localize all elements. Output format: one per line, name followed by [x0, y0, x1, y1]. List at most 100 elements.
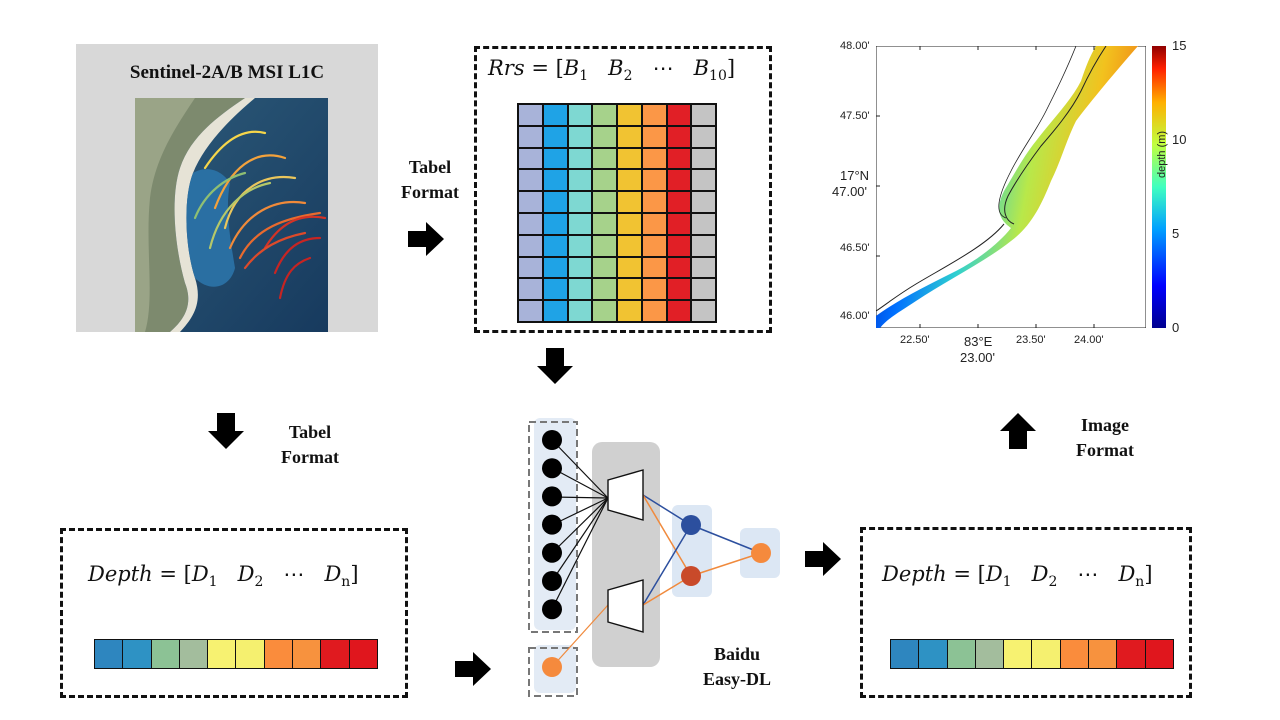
label-line: Easy-DL: [702, 669, 771, 689]
rrs-cell: [542, 104, 568, 126]
colorbar-tick: 5: [1172, 226, 1180, 241]
depth-cell: [293, 640, 322, 668]
rrs-cell: [666, 278, 692, 301]
arrow-down-icon: [208, 413, 244, 449]
satellite-title: Sentinel-2A/B MSI L1C: [129, 62, 325, 83]
rrs-cell: [592, 169, 617, 192]
rrs-cell: [567, 256, 593, 279]
rrs-cell: [542, 256, 568, 279]
rrs-cell: [691, 169, 716, 192]
depth-cell: [975, 640, 1005, 668]
rrs-cell: [592, 147, 617, 170]
rrs-cell: [518, 212, 543, 235]
rrs-cell: [666, 125, 692, 148]
depth-cell: [321, 640, 350, 668]
input-node: [542, 571, 562, 591]
label-line: Format: [1076, 440, 1134, 460]
label-line: Tabel: [408, 157, 452, 177]
rrs-cell: [691, 147, 716, 170]
map-x-tick: 22.50': [900, 334, 930, 346]
rrs-cell: [641, 234, 667, 257]
label-line: Format: [281, 447, 339, 467]
rrs-cell: [691, 104, 716, 126]
depth-cell: [208, 640, 237, 668]
label-line: Image: [1081, 415, 1129, 435]
rrs-cell: [592, 212, 617, 235]
depth-cell: [1117, 640, 1146, 668]
depth-map: 48.00' 47.50' 17°N 47.00' 46.50' 46.00' …: [820, 30, 1200, 370]
rrs-cell: [617, 256, 642, 279]
rrs-cell: [542, 191, 568, 213]
rrs-equation: Rrs = [B1 B2 ⋯ B10]: [488, 56, 736, 84]
map-x-tick: 23.00': [960, 350, 996, 365]
depth-cell: [123, 640, 152, 668]
input-node: [542, 486, 562, 507]
rrs-cell: [542, 234, 568, 257]
rrs-cell: [617, 147, 642, 170]
colorbar-label: depth (m): [1156, 130, 1168, 178]
label-line: Baidu: [713, 644, 761, 664]
rrs-cell: [641, 147, 667, 170]
map-x-tick: 24.00': [1074, 334, 1104, 346]
map-y-tick: 48.00': [840, 40, 870, 52]
depth-box-left: [60, 528, 408, 698]
depth-cell: [151, 640, 180, 668]
input-node: [542, 599, 562, 620]
hidden-node: [681, 566, 701, 586]
tabel-format-left-label: Tabel Format: [272, 420, 348, 470]
depth-cell: [1004, 640, 1033, 668]
rrs-cell: [518, 125, 543, 148]
extra-input-node: [542, 657, 562, 677]
rrs-cell: [542, 169, 568, 192]
rrs-cell: [567, 169, 593, 192]
depth-map-plot: [876, 46, 1146, 328]
depth-equation-left: Depth = [D1 D2 ⋯ Dn]: [88, 562, 359, 590]
rrs-cell: [666, 234, 692, 257]
rrs-cell: [666, 191, 692, 213]
depth-cell: [891, 640, 920, 668]
rrs-cell: [641, 212, 667, 235]
arrow-right-icon: [408, 222, 444, 256]
colorbar-tick: 15: [1172, 38, 1187, 53]
rrs-cell: [641, 300, 667, 322]
rrs-cell: [542, 278, 568, 301]
depth-strip-left: [94, 639, 378, 669]
depth-cell: [349, 640, 377, 668]
map-x-tick: 23.50': [1016, 334, 1046, 346]
arrow-up-icon: [1000, 413, 1036, 449]
rrs-cell: [592, 125, 617, 148]
rrs-cell: [567, 191, 593, 213]
baidu-easydl-label: Baidu Easy-DL: [692, 642, 782, 692]
rrs-cell: [691, 212, 716, 235]
output-node: [751, 543, 771, 563]
map-x-tick: 83°E: [964, 334, 993, 349]
input-node: [542, 458, 562, 479]
colorbar-tick: 0: [1172, 320, 1180, 335]
tabel-format-top-label: Tabel Format: [392, 155, 468, 205]
rrs-cell: [518, 300, 543, 322]
rrs-cell: [666, 256, 692, 279]
rrs-cell: [592, 191, 617, 213]
satellite-panel: Sentinel-2A/B MSI L1C: [76, 44, 378, 332]
rrs-cell: [542, 300, 568, 322]
rrs-cell: [567, 300, 593, 322]
depth-cell: [264, 640, 294, 668]
rrs-cell: [641, 104, 667, 126]
satellite-image: [135, 98, 328, 332]
rrs-cell: [592, 278, 617, 301]
depth-cell: [1145, 640, 1173, 668]
rrs-cell: [518, 234, 543, 257]
rrs-cell: [567, 104, 593, 126]
rrs-cell: [617, 278, 642, 301]
depth-box-right: [860, 527, 1192, 698]
rrs-cell: [617, 191, 642, 213]
rrs-band-table: [517, 103, 717, 323]
image-format-label: Image Format: [1064, 413, 1146, 463]
rrs-cell: [567, 278, 593, 301]
rrs-cell: [666, 169, 692, 192]
rrs-cell: [567, 125, 593, 148]
rrs-box: [474, 46, 772, 333]
rrs-cell: [666, 212, 692, 235]
input-node: [542, 430, 562, 450]
rrs-cell: [518, 278, 543, 301]
